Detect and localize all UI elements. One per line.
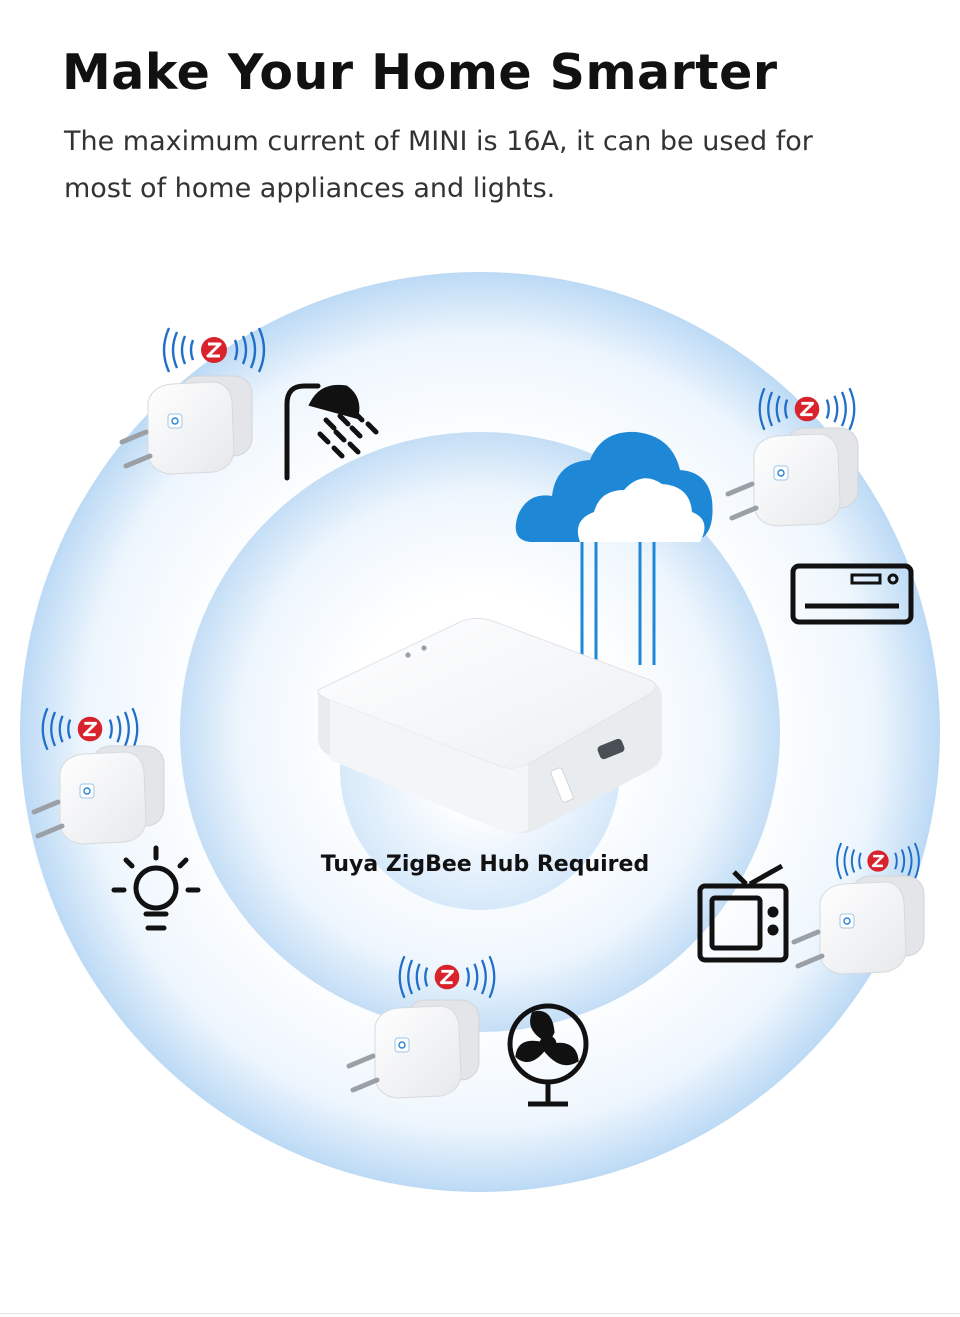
page-title: Make Your Home Smarter <box>62 44 778 101</box>
fan-icon <box>507 1003 589 1107</box>
air-conditioner-icon <box>790 563 914 625</box>
page-subtitle: The maximum current of MINI is 16A, it c… <box>64 126 813 204</box>
divider <box>0 1313 960 1314</box>
tv-icon <box>697 863 789 963</box>
zigbee-hub <box>317 617 662 834</box>
shower-icon <box>284 383 379 481</box>
light-bulb-icon <box>111 845 201 931</box>
hub-label: Tuya ZigBee Hub Required <box>320 852 650 877</box>
cloud-icon <box>515 431 713 665</box>
